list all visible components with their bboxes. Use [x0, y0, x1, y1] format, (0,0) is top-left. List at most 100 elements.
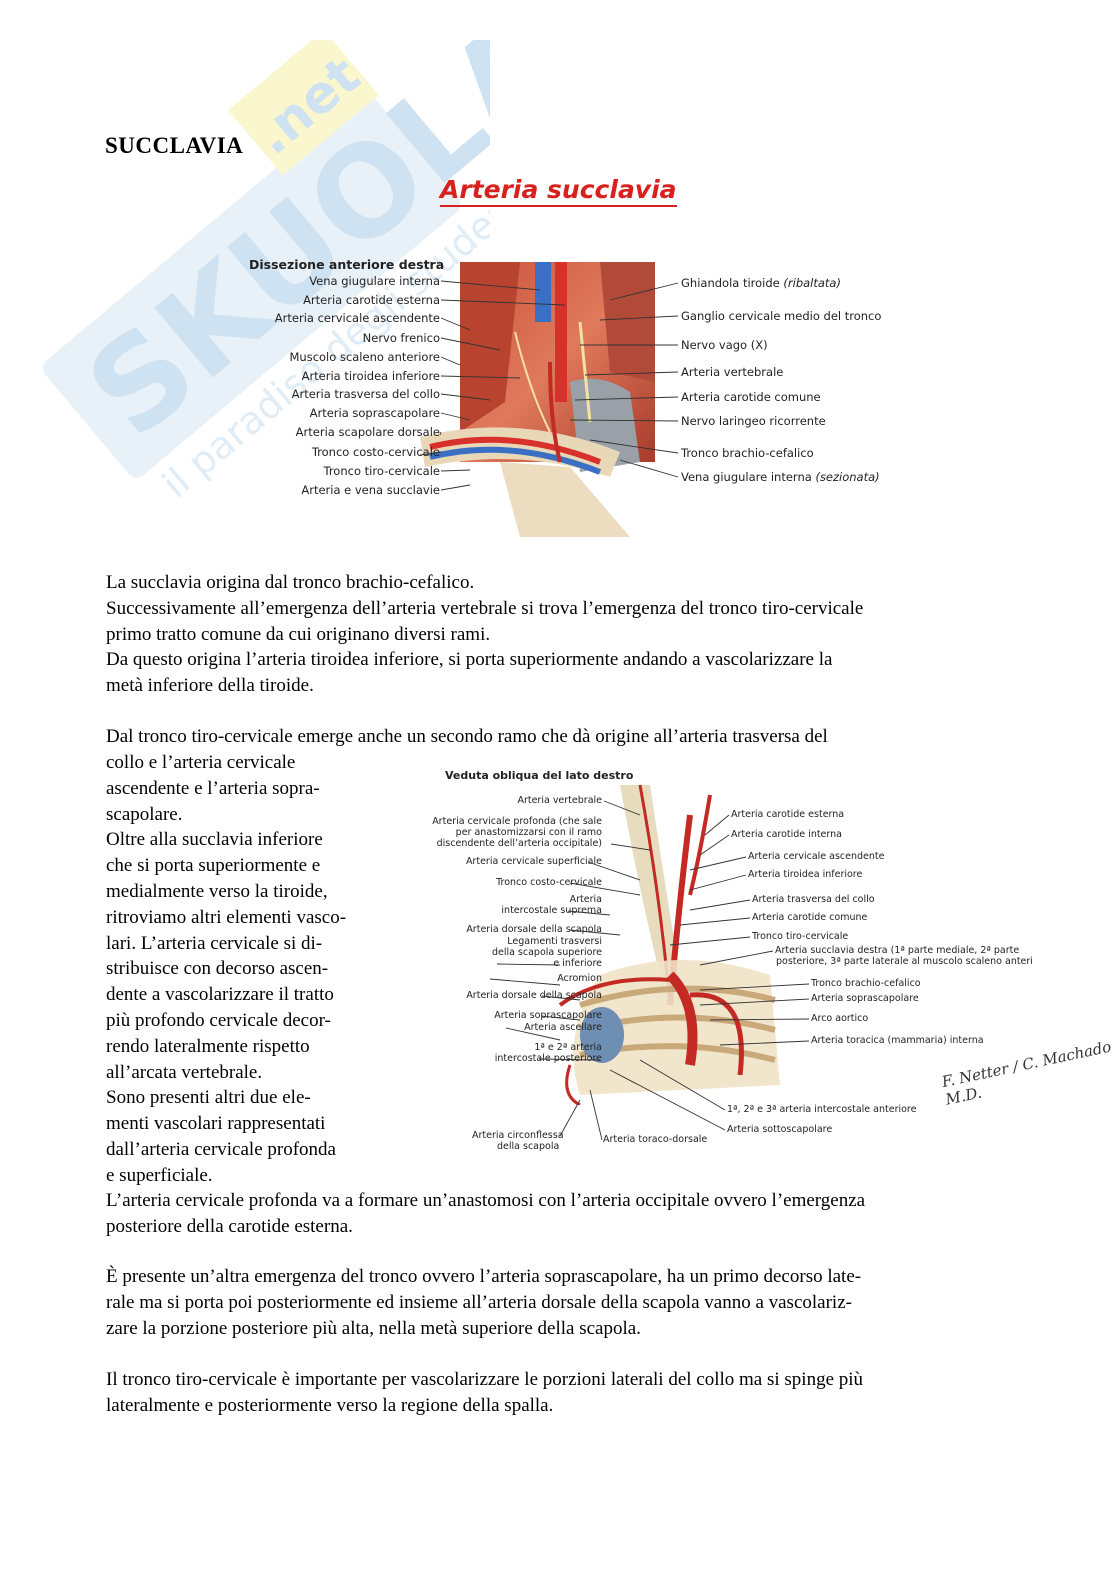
figure1-label-left: Tronco tiro-cervicale: [323, 464, 441, 478]
text-line: Dal tronco tiro-cervicale emerge anche u…: [106, 726, 828, 747]
figure2-label-right: Tronco tiro-cervicale: [752, 931, 849, 942]
figure1-label-right: Nervo laringeo ricorrente: [681, 414, 826, 428]
figure2-label-left: 1ª e 2ª arteria: [534, 1042, 602, 1053]
figure1-label-right: Tronco brachio-cefalico: [681, 446, 814, 460]
figure2-label-left: Arteria cervicale profonda (che sale: [432, 816, 602, 827]
text-line: più profondo cervicale decor-: [106, 1010, 331, 1031]
label-text: Arteria vertebrale: [681, 365, 784, 379]
text-line: collo e l’arteria cervicale: [106, 752, 296, 773]
figure2-label-left: e inferiore: [553, 958, 602, 969]
text-line: all’arcata vertebrale.: [106, 1061, 263, 1083]
page-heading: SUCCLAVIA: [105, 133, 244, 158]
figure2-label-left: intercostale posteriore: [494, 1053, 602, 1064]
figure2-label-left: intercostale suprema: [501, 905, 602, 916]
text-line: metà inferiore della tiroide.: [106, 675, 314, 697]
figure1-label-left: Vena giugulare interna: [309, 274, 440, 288]
figure1-label-right: Arteria carotide comune: [681, 390, 821, 404]
text-line: e superficiale.: [106, 1164, 213, 1186]
figure2-label-left: della scapola superiore: [491, 947, 602, 958]
figure1-label-left: Arteria scapolare dorsale: [295, 425, 440, 439]
text-line: zare la porzione posteriore più alta, ne…: [106, 1317, 641, 1339]
figure2-label-bottom: Arteria toraco-dorsale: [603, 1134, 708, 1145]
figure2-label-left: Arteria dorsale della scapola: [466, 990, 602, 1001]
figure2-label-right: Arco aortico: [811, 1013, 869, 1024]
figure2-label-right: Arteria succlavia destra (1ª parte media…: [775, 945, 1020, 956]
figure2-label-left: Acromion: [557, 973, 602, 984]
figure2-label-bottom: della scapola: [497, 1141, 560, 1152]
figure1-title: Arteria succlavia: [440, 175, 677, 207]
text-line: che si porta superiormente e: [106, 855, 321, 877]
text-line: scapolare.: [106, 803, 183, 825]
figure2-label-right: Arteria carotide esterna: [731, 809, 845, 820]
label-text: Arteria carotide comune: [681, 390, 821, 404]
text-line: primo tratto comune da cui originano div…: [106, 623, 491, 645]
text-line: La succlavia origina dal tronco brachio-…: [106, 572, 475, 593]
text-line: rale ma si porta poi posteriormente ed i…: [106, 1291, 852, 1313]
figure1-label-left: Arteria cervicale ascendente: [274, 311, 440, 325]
text-line: stribuisce con decorso ascen-: [106, 958, 329, 980]
text-line: rendo lateralmente rispetto: [106, 1035, 310, 1057]
figure1-label-left: Muscolo scaleno anteriore: [289, 350, 441, 364]
figure1-caption: Dissezione anteriore destra: [249, 257, 445, 272]
label-text: Tronco brachio-cefalico: [681, 446, 814, 460]
figure2-label-left: Arteria soprascapolare: [494, 1010, 602, 1021]
figure1-label-left: Tronco costo-cervicale: [311, 445, 440, 459]
text-line: dall’arteria cervicale profonda: [106, 1139, 336, 1160]
figure1-label-right: Ganglio cervicale medio del tronco: [681, 309, 881, 323]
label-text: Nervo laringeo ricorrente: [681, 414, 826, 428]
text-line: Sono presenti altri due ele-: [106, 1087, 311, 1109]
text-line: È presente un’altra emergenza del tronco…: [106, 1266, 862, 1287]
text-line: ritroviamo altri elementi vasco-: [106, 906, 347, 928]
text-line: lateralmente e posteriormente verso la r…: [106, 1394, 554, 1416]
figure2-label-right: Arteria trasversa del collo: [752, 894, 875, 905]
text-line: L’arteria cervicale profonda va a formar…: [106, 1190, 866, 1211]
label-text: Nervo vago (X): [681, 338, 768, 352]
figure1-label-right: Nervo vago (X): [681, 338, 768, 352]
figure2-label-right: Tronco brachio-cefalico: [811, 978, 921, 989]
text-line: ascendente e l’arteria sopra-: [106, 777, 320, 799]
label-text: Vena giugulare interna: [681, 470, 816, 484]
figure1-label-right: Arteria vertebrale: [681, 365, 783, 379]
figure2-caption: Veduta obliqua del lato destro: [445, 769, 634, 782]
figure2-label-left: Arteria ascellare: [524, 1022, 602, 1033]
text-line: Oltre alla succlavia inferiore: [106, 829, 323, 851]
figure2-label-left: discendente dell’arteria occipitale): [436, 838, 602, 849]
figure2-label-left: Tronco costo-cervicale: [496, 877, 602, 888]
skuola-watermark-logo: SKUOLA .net il paradiso degli studenti: [42, 40, 490, 507]
figure1-label-left: Arteria soprascapolare: [309, 406, 440, 420]
figure2-label-right: posteriore, 3ª parte laterale al muscolo…: [776, 956, 1033, 967]
figure2-label-bottom: Arteria circonflessa: [472, 1130, 564, 1141]
label-text: Ganglio cervicale medio del tronco: [681, 309, 882, 323]
figure2-label-right: Arteria soprascapolare: [811, 993, 919, 1004]
figure1-label-left: Arteria e vena succlavie: [301, 483, 440, 497]
figure2-label-left: per anastomizzarsi con il ramo: [455, 827, 602, 838]
text-line: posteriore della carotide esterna.: [106, 1215, 353, 1237]
text-line: lari. L’arteria cervicale si di-: [106, 932, 323, 954]
figure1-label-right: Ghiandola tiroide (ribaltata): [681, 276, 841, 290]
figure2-label-left: Arteria: [569, 894, 602, 905]
figure1-label-left: Nervo frenico: [362, 331, 440, 345]
figure2-label-left: Arteria dorsale della scapola: [466, 924, 602, 935]
text-line: Da questo origina l’arteria tiroidea inf…: [106, 649, 833, 671]
figure1-label-left: Arteria carotide esterna: [303, 293, 440, 307]
figure1-label-right: Vena giugulare interna (sezionata): [681, 470, 880, 484]
text-line: dente a vascolarizzare il tratto: [106, 984, 334, 1006]
figure2-label-right: Arteria toracica (mammaria) interna: [811, 1035, 984, 1046]
figure2-label-left: Arteria cervicale superficiale: [465, 856, 602, 867]
illustrator-signature: F. Netter / C. Machado M.D.: [940, 1037, 1113, 1109]
figure2-label-right: Arteria tiroidea inferiore: [748, 869, 863, 880]
figure2-label-right: Arteria carotide interna: [731, 829, 842, 840]
figure2-label-bottom: 1ª, 2ª e 3ª arteria intercostale anterio…: [727, 1104, 917, 1115]
text-line: Successivamente all’emergenza dell’arter…: [106, 597, 864, 619]
label-italic-note: (ribaltata): [783, 276, 841, 290]
figure2-label-right: Arteria cervicale ascendente: [748, 851, 885, 862]
figure2-label-left: Legamenti trasversi: [507, 936, 602, 947]
label-text: Ghiandola tiroide: [681, 276, 784, 290]
figure1-label-left: Arteria trasversa del collo: [291, 387, 440, 401]
text-line: Il tronco tiro-cervicale è importante pe…: [106, 1369, 864, 1390]
text-line: medialmente verso la tiroide,: [106, 881, 328, 902]
figure2-label-bottom: Arteria sottoscapolare: [727, 1124, 833, 1135]
figure1-label-left: Arteria tiroidea inferiore: [301, 369, 440, 383]
text-line: menti vascolari rappresentati: [106, 1113, 326, 1135]
figure2-label-left: Arteria vertebrale: [517, 795, 602, 806]
